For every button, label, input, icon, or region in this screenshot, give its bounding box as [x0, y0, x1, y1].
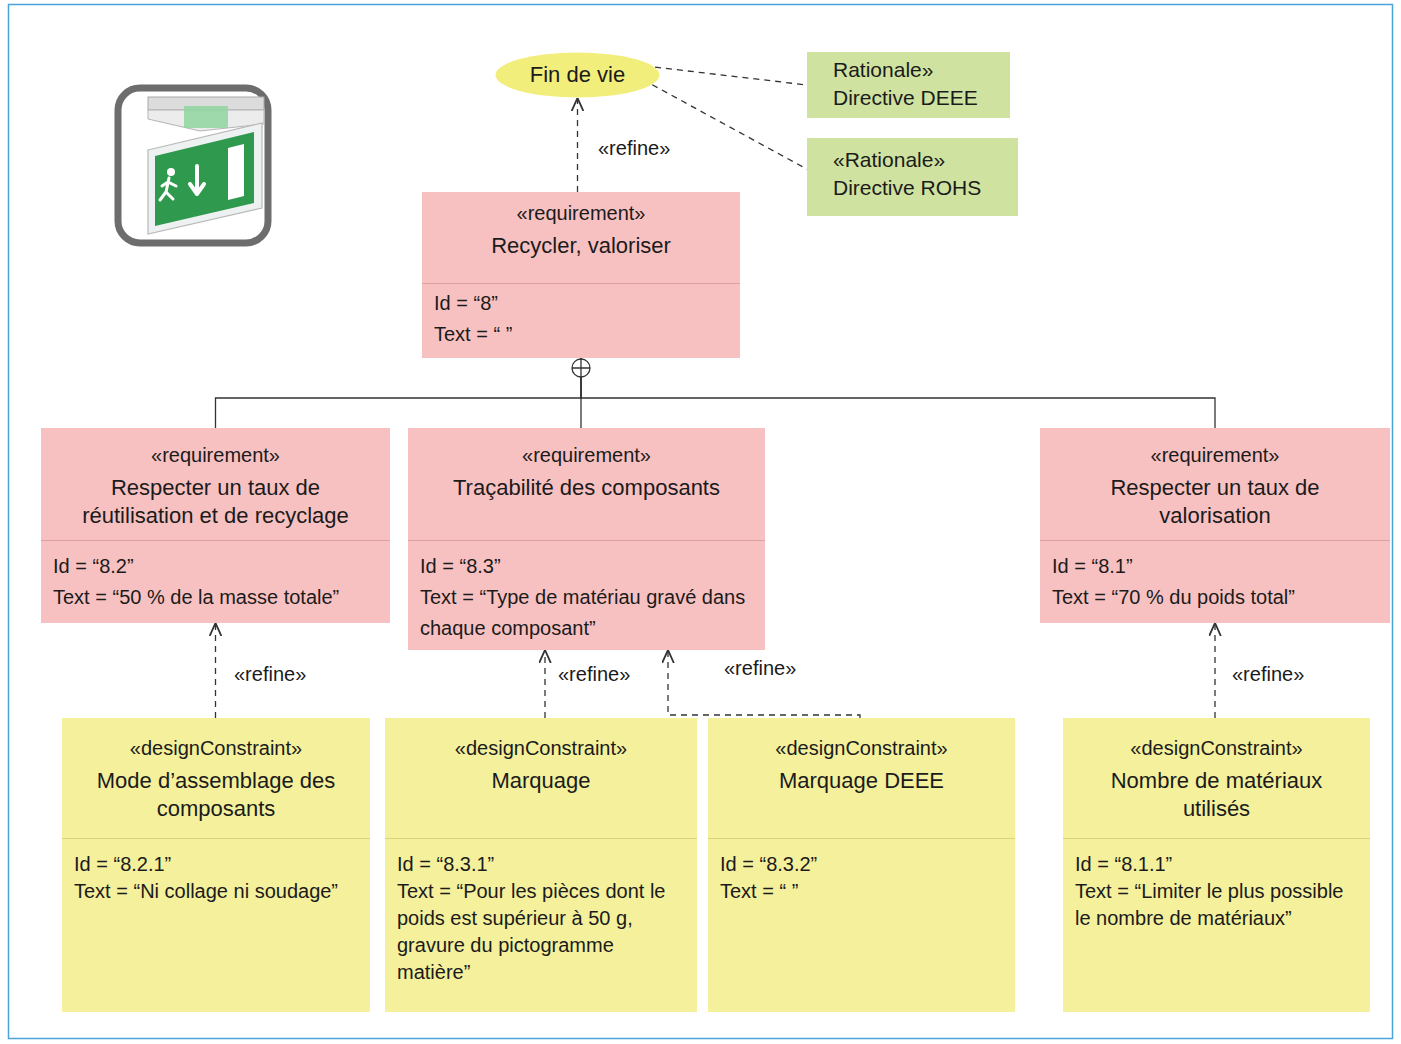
box-header: «designConstraint» Marquage DEEE — [708, 718, 1015, 838]
property-text: Text = “50 % de la masse totale” — [53, 582, 382, 613]
ellipse-label: Fin de vie — [520, 62, 635, 88]
use-case-ellipse: Fin de vie — [495, 52, 660, 98]
rationale-box: «Rationale»Directive ROHS — [807, 138, 1018, 216]
connector-label: «refine» — [596, 136, 672, 160]
property-text: Text = “ ” — [720, 878, 1007, 905]
stereotype-label: «designConstraint» — [720, 735, 1003, 761]
stereotype-label: «requirement» — [434, 200, 728, 226]
property-text: Id = “8.2” — [53, 551, 382, 582]
property-text: Text = “70 % du poids total” — [1052, 582, 1382, 613]
connector-label: «refine» — [556, 662, 632, 686]
containment-connector — [581, 358, 1215, 428]
box-title: Recycler, valoriser — [434, 232, 728, 266]
box-title: Respecter un taux de valorisation — [1052, 474, 1378, 536]
property-text: Text = “Ni collage ni soudage” — [74, 878, 362, 905]
property-text: Text = “ ” — [434, 319, 732, 350]
connector-label: «refine» — [1230, 662, 1306, 686]
refine-connector — [544, 650, 545, 718]
compartment-divider — [422, 283, 740, 284]
stereotype-label: «designConstraint» — [1075, 735, 1358, 761]
box-body: Id = “8.2”Text = “50 % de la masse total… — [41, 541, 390, 619]
stereotype-label: «requirement» — [53, 442, 378, 468]
box-title: Respecter un taux de réutilisation et de… — [53, 474, 378, 536]
property-text: Id = “8.3” — [420, 551, 757, 582]
rationale-text: Directive DEEE — [833, 84, 998, 112]
stereotype-label: «designConstraint» — [74, 735, 358, 761]
box-body: Id = “8.3”Text = “Type de matériau gravé… — [408, 541, 765, 650]
rationale-text: Directive ROHS — [833, 174, 1006, 202]
property-text: Id = “8” — [434, 288, 732, 319]
connector-label: «refine» — [232, 662, 308, 686]
exit-sign-illustration — [118, 88, 268, 243]
box-title: Mode d’assemblage des composants — [74, 767, 358, 829]
box-header: «designConstraint» Nombre de matériaux ut… — [1063, 718, 1370, 838]
property-text: Text = “Pour les pièces dont le poids es… — [397, 878, 689, 986]
compartment-divider — [41, 540, 390, 541]
stereotype-label: «Rationale» — [833, 146, 1006, 174]
refine-connector — [668, 650, 860, 718]
property-text: Id = “8.1.1” — [1075, 851, 1362, 878]
box-body: Id = “8.1”Text = “70 % du poids total” — [1040, 541, 1390, 619]
refine-connector — [577, 98, 578, 192]
box-body: Id = “8”Text = “ ” — [422, 284, 740, 356]
compartment-divider — [62, 838, 370, 839]
outer-frame — [9, 5, 1393, 1039]
requirement-box: «requirement» Respecter un taux de réutil… — [41, 428, 390, 623]
box-title: Marquage DEEE — [720, 767, 1003, 801]
box-header: «requirement» Respecter un taux de réutil… — [41, 428, 390, 540]
property-text: Text = “Type de matériau gravé dans chaq… — [420, 582, 757, 644]
property-text: Id = “8.3.1” — [397, 851, 689, 878]
compartment-divider — [385, 838, 697, 839]
box-body: Id = “8.1.1”Text = “Limiter le plus poss… — [1063, 839, 1370, 938]
refine-connector — [215, 623, 216, 718]
property-text: Id = “8.3.2” — [720, 851, 1007, 878]
refine-connector — [652, 85, 807, 169]
property-text: Id = “8.2.1” — [74, 851, 362, 878]
compartment-divider — [408, 540, 765, 541]
box-title: Nombre de matériaux utilisés — [1075, 767, 1358, 829]
design-constraint-box: «designConstraint» Marquage Id = “8.3.1”Te… — [385, 718, 697, 1012]
requirement-box: «requirement» Respecter un taux de valori… — [1040, 428, 1390, 623]
box-header: «designConstraint» Mode d’assemblage des … — [62, 718, 370, 838]
compartment-divider — [1063, 838, 1370, 839]
box-title: Traçabilité des composants — [420, 474, 753, 508]
rationale-box: Rationale»Directive DEEE — [807, 52, 1010, 118]
stereotype-label: Rationale» — [833, 56, 998, 84]
property-text: Text = “Limiter le plus possible le nomb… — [1075, 878, 1362, 932]
box-body: Id = “8.3.2”Text = “ ” — [708, 839, 1015, 911]
stereotype-label: «requirement» — [420, 442, 753, 468]
compartment-divider — [708, 838, 1015, 839]
design-constraint-box: «designConstraint» Nombre de matériaux ut… — [1063, 718, 1370, 1012]
requirement-box: «requirement» Traçabilité des composantsI… — [408, 428, 765, 650]
box-body: Id = “8.3.1”Text = “Pour les pièces dont… — [385, 839, 697, 992]
stereotype-label: «requirement» — [1052, 442, 1378, 468]
box-header: «requirement» Respecter un taux de valori… — [1040, 428, 1390, 540]
requirement-box: «requirement» Recycler, valoriser Id = “8”… — [422, 192, 740, 358]
containment-symbol — [572, 359, 590, 377]
box-body: Id = “8.2.1”Text = “Ni collage ni soudag… — [62, 839, 370, 911]
refine-connector — [1214, 623, 1215, 718]
property-text: Id = “8.1” — [1052, 551, 1382, 582]
design-constraint-box: «designConstraint» Marquage DEEE Id = “8.3… — [708, 718, 1015, 1012]
compartment-divider — [1040, 540, 1390, 541]
box-title: Marquage — [397, 767, 685, 801]
containment-connector — [216, 358, 582, 428]
refine-connector — [655, 67, 807, 85]
design-constraint-box: «designConstraint» Mode d’assemblage des … — [62, 718, 370, 1012]
box-header: «designConstraint» Marquage — [385, 718, 697, 838]
box-header: «requirement» Traçabilité des composants — [408, 428, 765, 540]
box-header: «requirement» Recycler, valoriser — [422, 192, 740, 283]
stereotype-label: «designConstraint» — [397, 735, 685, 761]
connector-label: «refine» — [722, 656, 798, 680]
